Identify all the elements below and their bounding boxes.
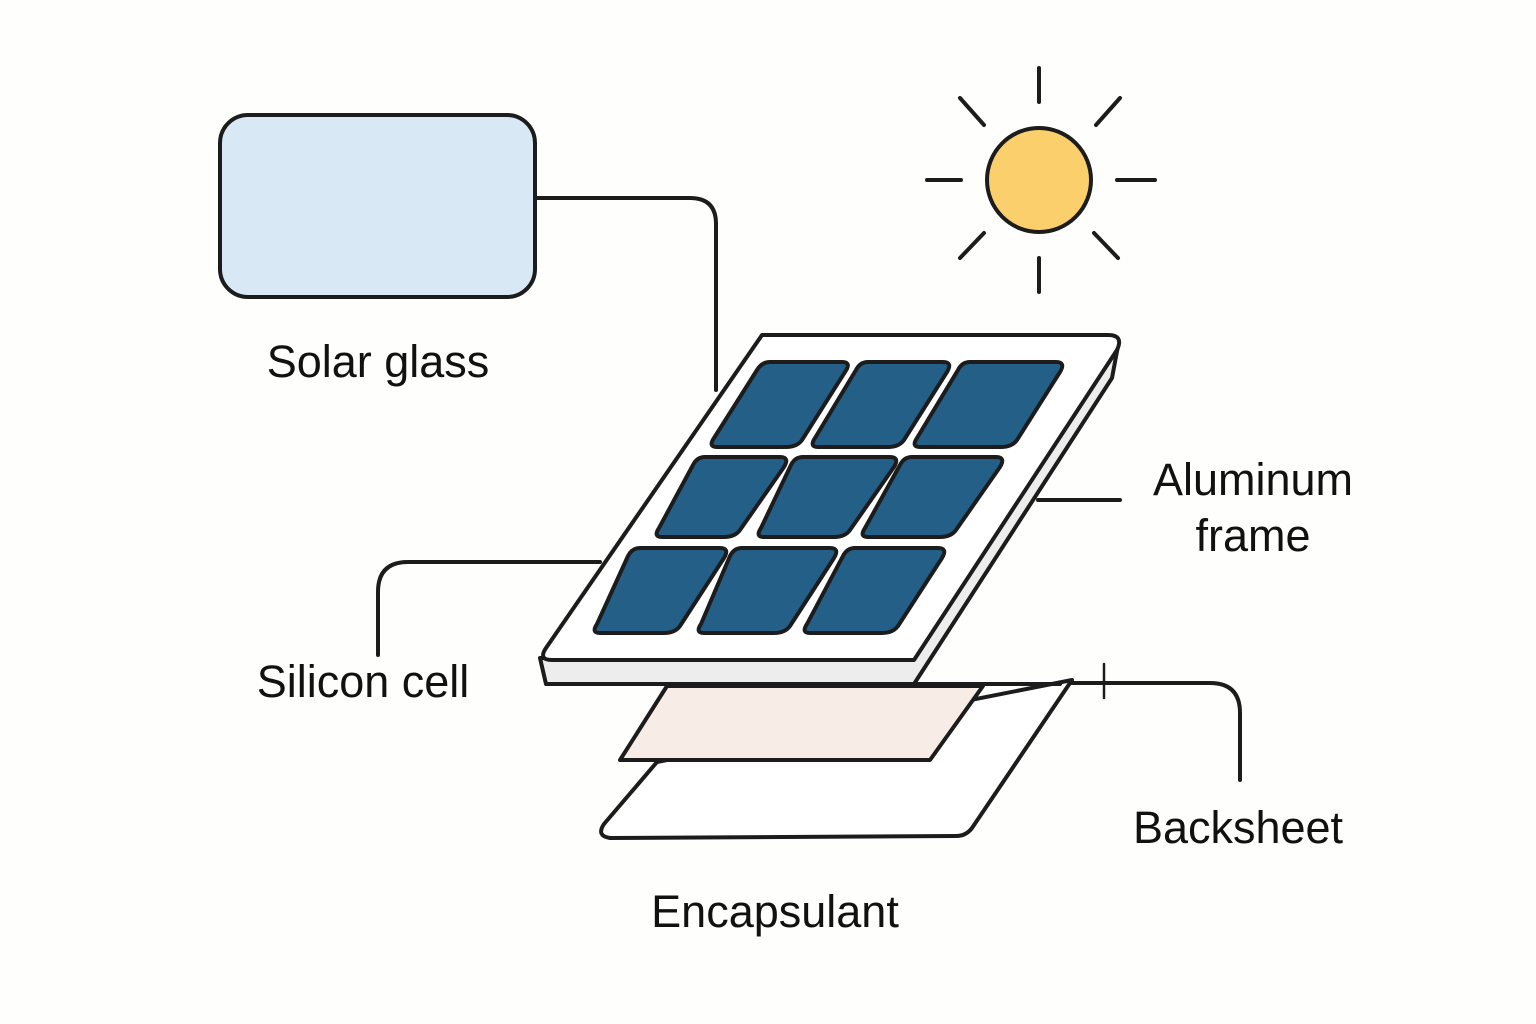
- silicon-cell: [696, 546, 839, 635]
- silicon-cell: [592, 546, 729, 635]
- silicon-cell: [912, 360, 1065, 449]
- silicon-cell: [709, 360, 850, 449]
- silicon-cell: [654, 455, 789, 539]
- backsheet-label: Backsheet: [1132, 802, 1344, 853]
- sun-icon: [925, 66, 1157, 294]
- solar-glass-leader-line: [533, 196, 718, 392]
- silicon-cell: [756, 455, 899, 539]
- aluminum-frame-label: Aluminum frame: [1118, 452, 1388, 564]
- encapsulant-layer: [618, 684, 985, 762]
- solar-glass-label: Solar glass: [266, 336, 490, 387]
- aluminum-frame-label-line2: frame: [1195, 510, 1311, 561]
- encapsulant-label: Encapsulant: [651, 886, 899, 937]
- silicon-cell: [860, 455, 1005, 539]
- silicon-cell-label: Silicon cell: [256, 656, 470, 707]
- silicon-cells: [592, 360, 1065, 635]
- glass-swatch-icon: [218, 113, 537, 299]
- silicon-cell: [810, 360, 952, 449]
- silicon-cell: [802, 546, 947, 635]
- aluminum-frame-label-line1: Aluminum: [1152, 454, 1354, 505]
- silicon-cell-leader-line: [376, 560, 602, 657]
- backsheet-leader-line: [1068, 681, 1242, 782]
